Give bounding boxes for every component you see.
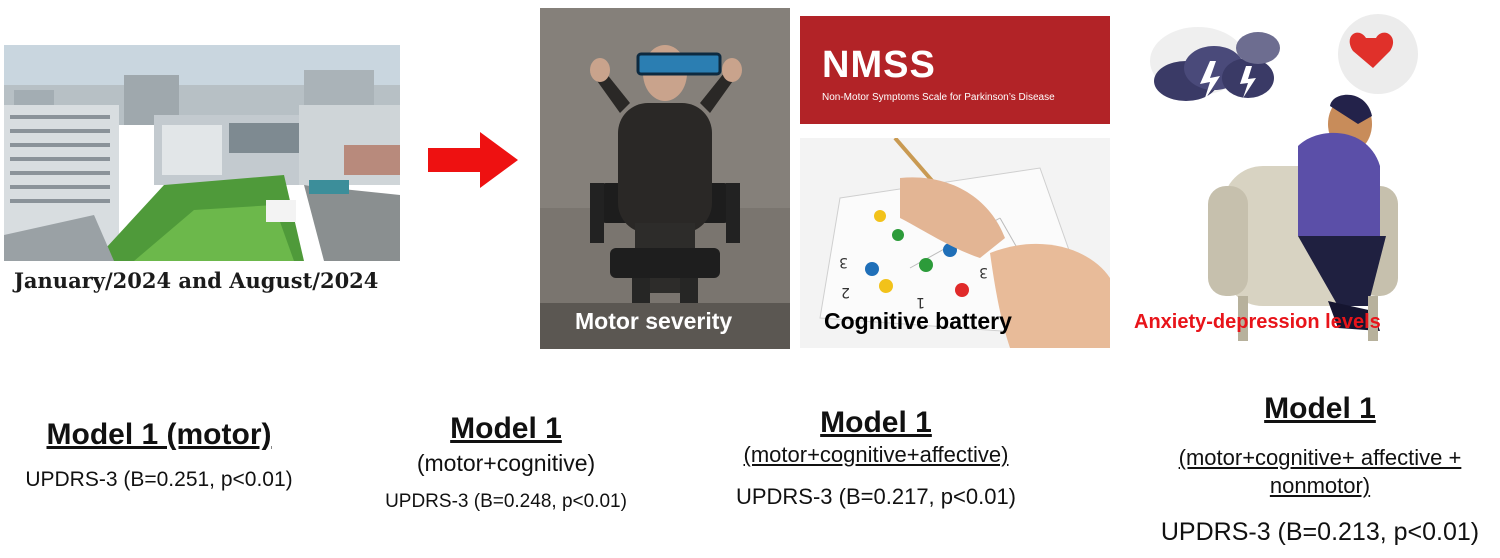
model-stat: UPDRS-3 (B=0.213, p<0.01) (1160, 518, 1480, 546)
arrow-right-icon (428, 132, 520, 188)
model-stat: UPDRS-3 (B=0.217, p<0.01) (735, 484, 1017, 509)
model-full: Model 1 (motor+cognitive+ affective + no… (1140, 392, 1500, 547)
motor-severity-photo: Motor severity (540, 8, 790, 349)
model-title: Model 1 (1264, 392, 1376, 425)
model-stat: UPDRS-3 (B=0.251, p<0.01) (25, 468, 293, 491)
model-covariates: (motor+cognitive+ affective + nonmotor) (1178, 445, 1462, 498)
model-covariates: (motor+cognitive+affective) (743, 442, 1009, 467)
model-motor: Model 1 (motor) UPDRS-3 (B=0.251, p<0.01… (0, 418, 318, 492)
model-title: Model 1 (450, 412, 562, 445)
model-motor-cognitive-affective: Model 1 (motor+cognitive+affective) UPDR… (700, 406, 1052, 510)
anxiety-illustration: Anxiety-depression levels (1118, 6, 1418, 351)
model-stat: UPDRS-3 (B=0.248, p<0.01) (385, 491, 627, 512)
anxiety-label: Anxiety-depression levels (1134, 311, 1381, 333)
model-motor-cognitive: Model 1 (motor+cognitive) UPDRS-3 (B=0.2… (356, 412, 656, 513)
nmss-banner: NMSS Non-Motor Symptoms Scale for Parkin… (800, 16, 1110, 124)
nmss-title: NMSS (822, 44, 936, 86)
model-title: Model 1 (820, 406, 932, 439)
hospital-photo (4, 45, 400, 261)
model-covariates: (motor+cognitive) (416, 450, 596, 476)
cognitive-battery-photo: 3 2 3 1 Cognitive battery (800, 138, 1110, 348)
svg-text:2: 2 (841, 284, 850, 300)
model-title: Model 1 (motor) (46, 418, 272, 451)
svg-text:1: 1 (916, 294, 925, 310)
svg-text:3: 3 (979, 264, 988, 280)
cognitive-battery-label: Cognitive battery (824, 308, 1012, 334)
date-caption: January/2024 and August/2024 (14, 268, 379, 293)
nmss-subtitle: Non-Motor Symptoms Scale for Parkinson’s… (822, 92, 1055, 103)
motor-severity-label: Motor severity (575, 308, 733, 334)
svg-text:3: 3 (839, 254, 848, 270)
